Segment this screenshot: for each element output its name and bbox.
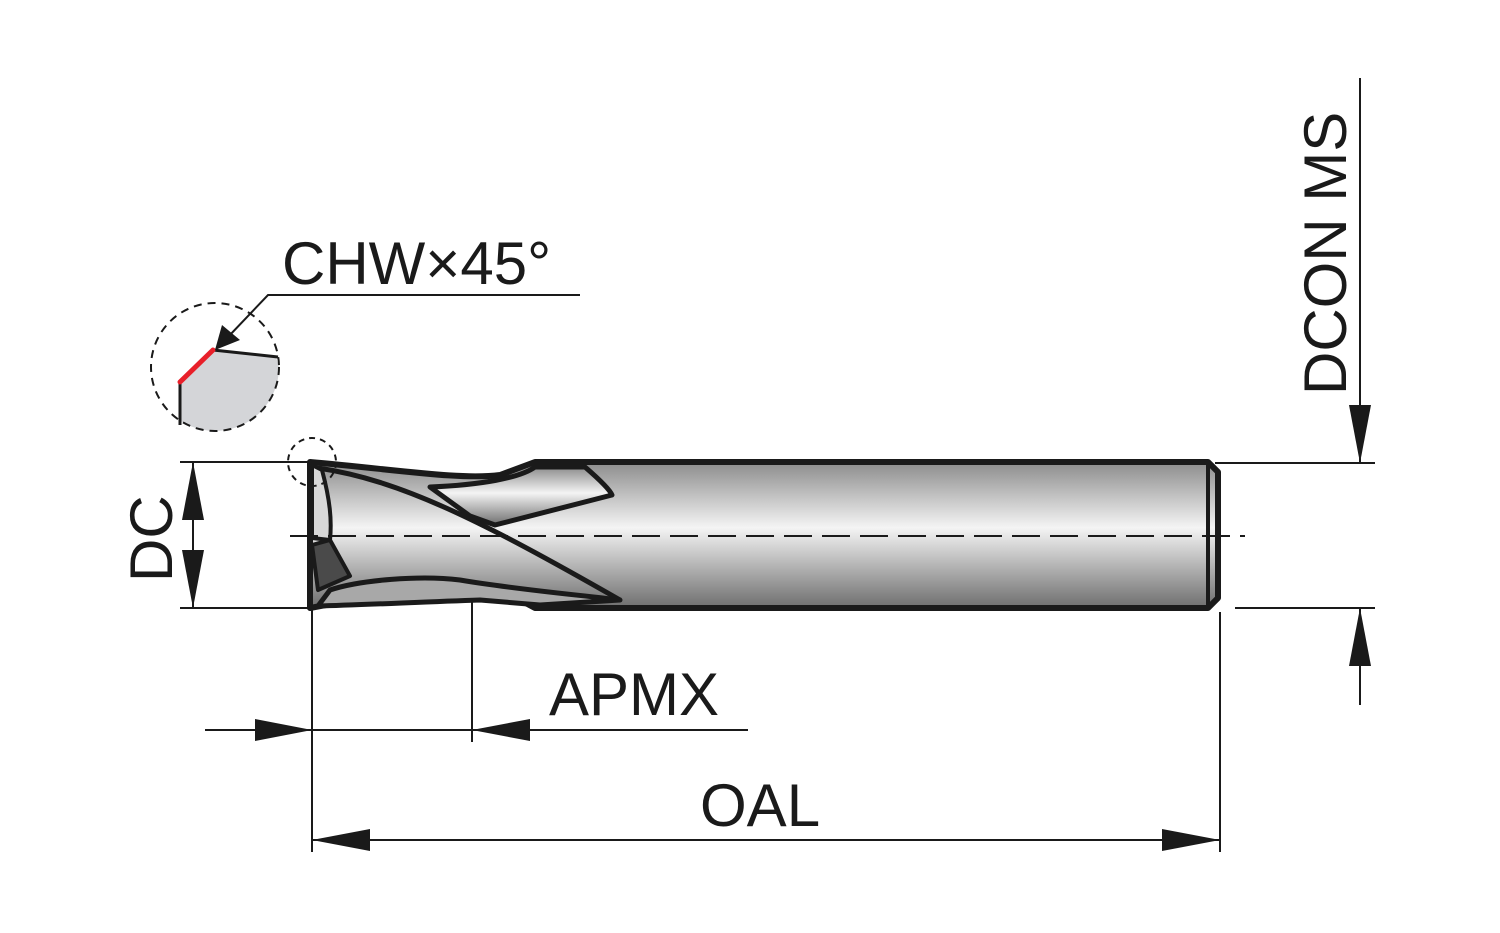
chamfer-leader-line	[227, 294, 580, 338]
inset-circle	[150, 302, 280, 432]
dc-arrow-down	[182, 550, 204, 608]
dcon-arrow-down	[1349, 405, 1371, 463]
dc-dimension	[180, 461, 310, 609]
cutting-face	[310, 538, 352, 592]
detail-marker-circle	[287, 437, 337, 487]
oal-arrow-left	[312, 829, 370, 851]
dc-label: DC	[118, 495, 185, 582]
dcon-dimension	[1215, 78, 1375, 705]
dcon-arrow-up	[1349, 608, 1371, 666]
oal-arrow-right	[1162, 829, 1220, 851]
helix-edge	[317, 465, 622, 603]
flute-lower	[315, 575, 623, 609]
flute-upper	[427, 464, 615, 528]
oal-dimension	[312, 612, 1221, 852]
chamfer-label: CHW×45°	[282, 230, 551, 297]
tip-face	[310, 463, 333, 542]
dc-arrow-up	[182, 462, 204, 520]
apmx-arrow-left	[255, 719, 312, 741]
chamfer-highlight	[177, 347, 216, 385]
chamfer-arrowhead	[215, 325, 240, 350]
inset-edge-top	[212, 348, 279, 359]
apmx-arrow-right	[472, 719, 530, 741]
apmx-label: APMX	[549, 661, 719, 728]
oal-label: OAL	[700, 772, 820, 839]
apmx-dimension	[205, 600, 748, 852]
chamfer-detail-inset: CHW×45°	[150, 230, 580, 487]
dcon-label: DCON MS	[1292, 112, 1359, 395]
